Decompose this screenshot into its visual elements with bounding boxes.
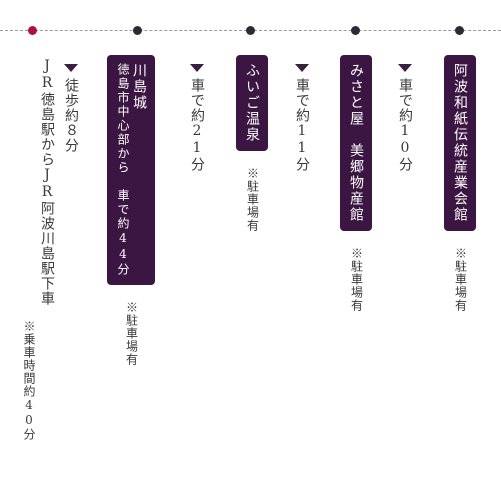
stop-misatoya-name: みさと屋 美郷物産館 <box>340 55 372 231</box>
leg-3-travel: 車で約11分 <box>294 78 310 172</box>
stop-fuigo-onsen: ふいご温泉 ※駐車場有 <box>236 55 268 232</box>
down-arrow-icon <box>190 64 204 72</box>
timeline-start-dot <box>28 26 37 35</box>
leg-4: 車で約10分 <box>397 58 413 172</box>
stop-kawashima-castle: 川島城 徳島市中心部から 車で約44分 ※駐車場有 <box>107 55 155 366</box>
down-arrow-icon <box>295 64 309 72</box>
stop-awa-washi-hall-name: 阿波和紙伝統産業会館 <box>444 55 476 231</box>
down-arrow-icon <box>398 64 412 72</box>
leg-3: 車で約11分 <box>294 58 310 172</box>
start-ride-note: ※乗車時間約40分 <box>22 320 36 441</box>
stop-kawashima-castle-parking: ※駐車場有 <box>124 301 139 366</box>
start-column: JR徳島駅からJR阿波川島駅下車 ※乗車時間約40分 <box>22 58 55 441</box>
stop-kawashima-castle-name: 川島城 <box>131 63 147 111</box>
stop-kawashima-castle-box: 川島城 徳島市中心部から 車で約44分 <box>107 55 155 285</box>
stop-awa-washi-hall: 阿波和紙伝統産業会館 ※駐車場有 <box>444 55 476 312</box>
leg-1-travel: 徒歩約８分 <box>63 78 79 153</box>
stop-fuigo-onsen-name: ふいご温泉 <box>236 55 268 151</box>
stop-misatoya: みさと屋 美郷物産館 ※駐車場有 <box>340 55 372 312</box>
leg-1: 徒歩約８分 <box>63 58 79 153</box>
leg-2-travel: 車で約21分 <box>189 78 205 172</box>
stop-kawashima-castle-subtext: 徳島市中心部から 車で約44分 <box>116 63 130 277</box>
stop-misatoya-parking: ※駐車場有 <box>349 247 364 312</box>
leg-4-travel: 車で約10分 <box>397 78 413 172</box>
timeline-dot <box>351 26 360 35</box>
leg-2: 車で約21分 <box>189 58 205 172</box>
stop-awa-washi-hall-parking: ※駐車場有 <box>453 247 468 312</box>
timeline-dot <box>133 26 142 35</box>
stop-fuigo-onsen-parking: ※駐車場有 <box>245 167 260 232</box>
timeline-dot <box>246 26 255 35</box>
down-arrow-icon <box>64 64 78 72</box>
start-route-text: JR徳島駅からJR阿波川島駅下車 <box>39 58 55 306</box>
timeline-dot <box>455 26 464 35</box>
